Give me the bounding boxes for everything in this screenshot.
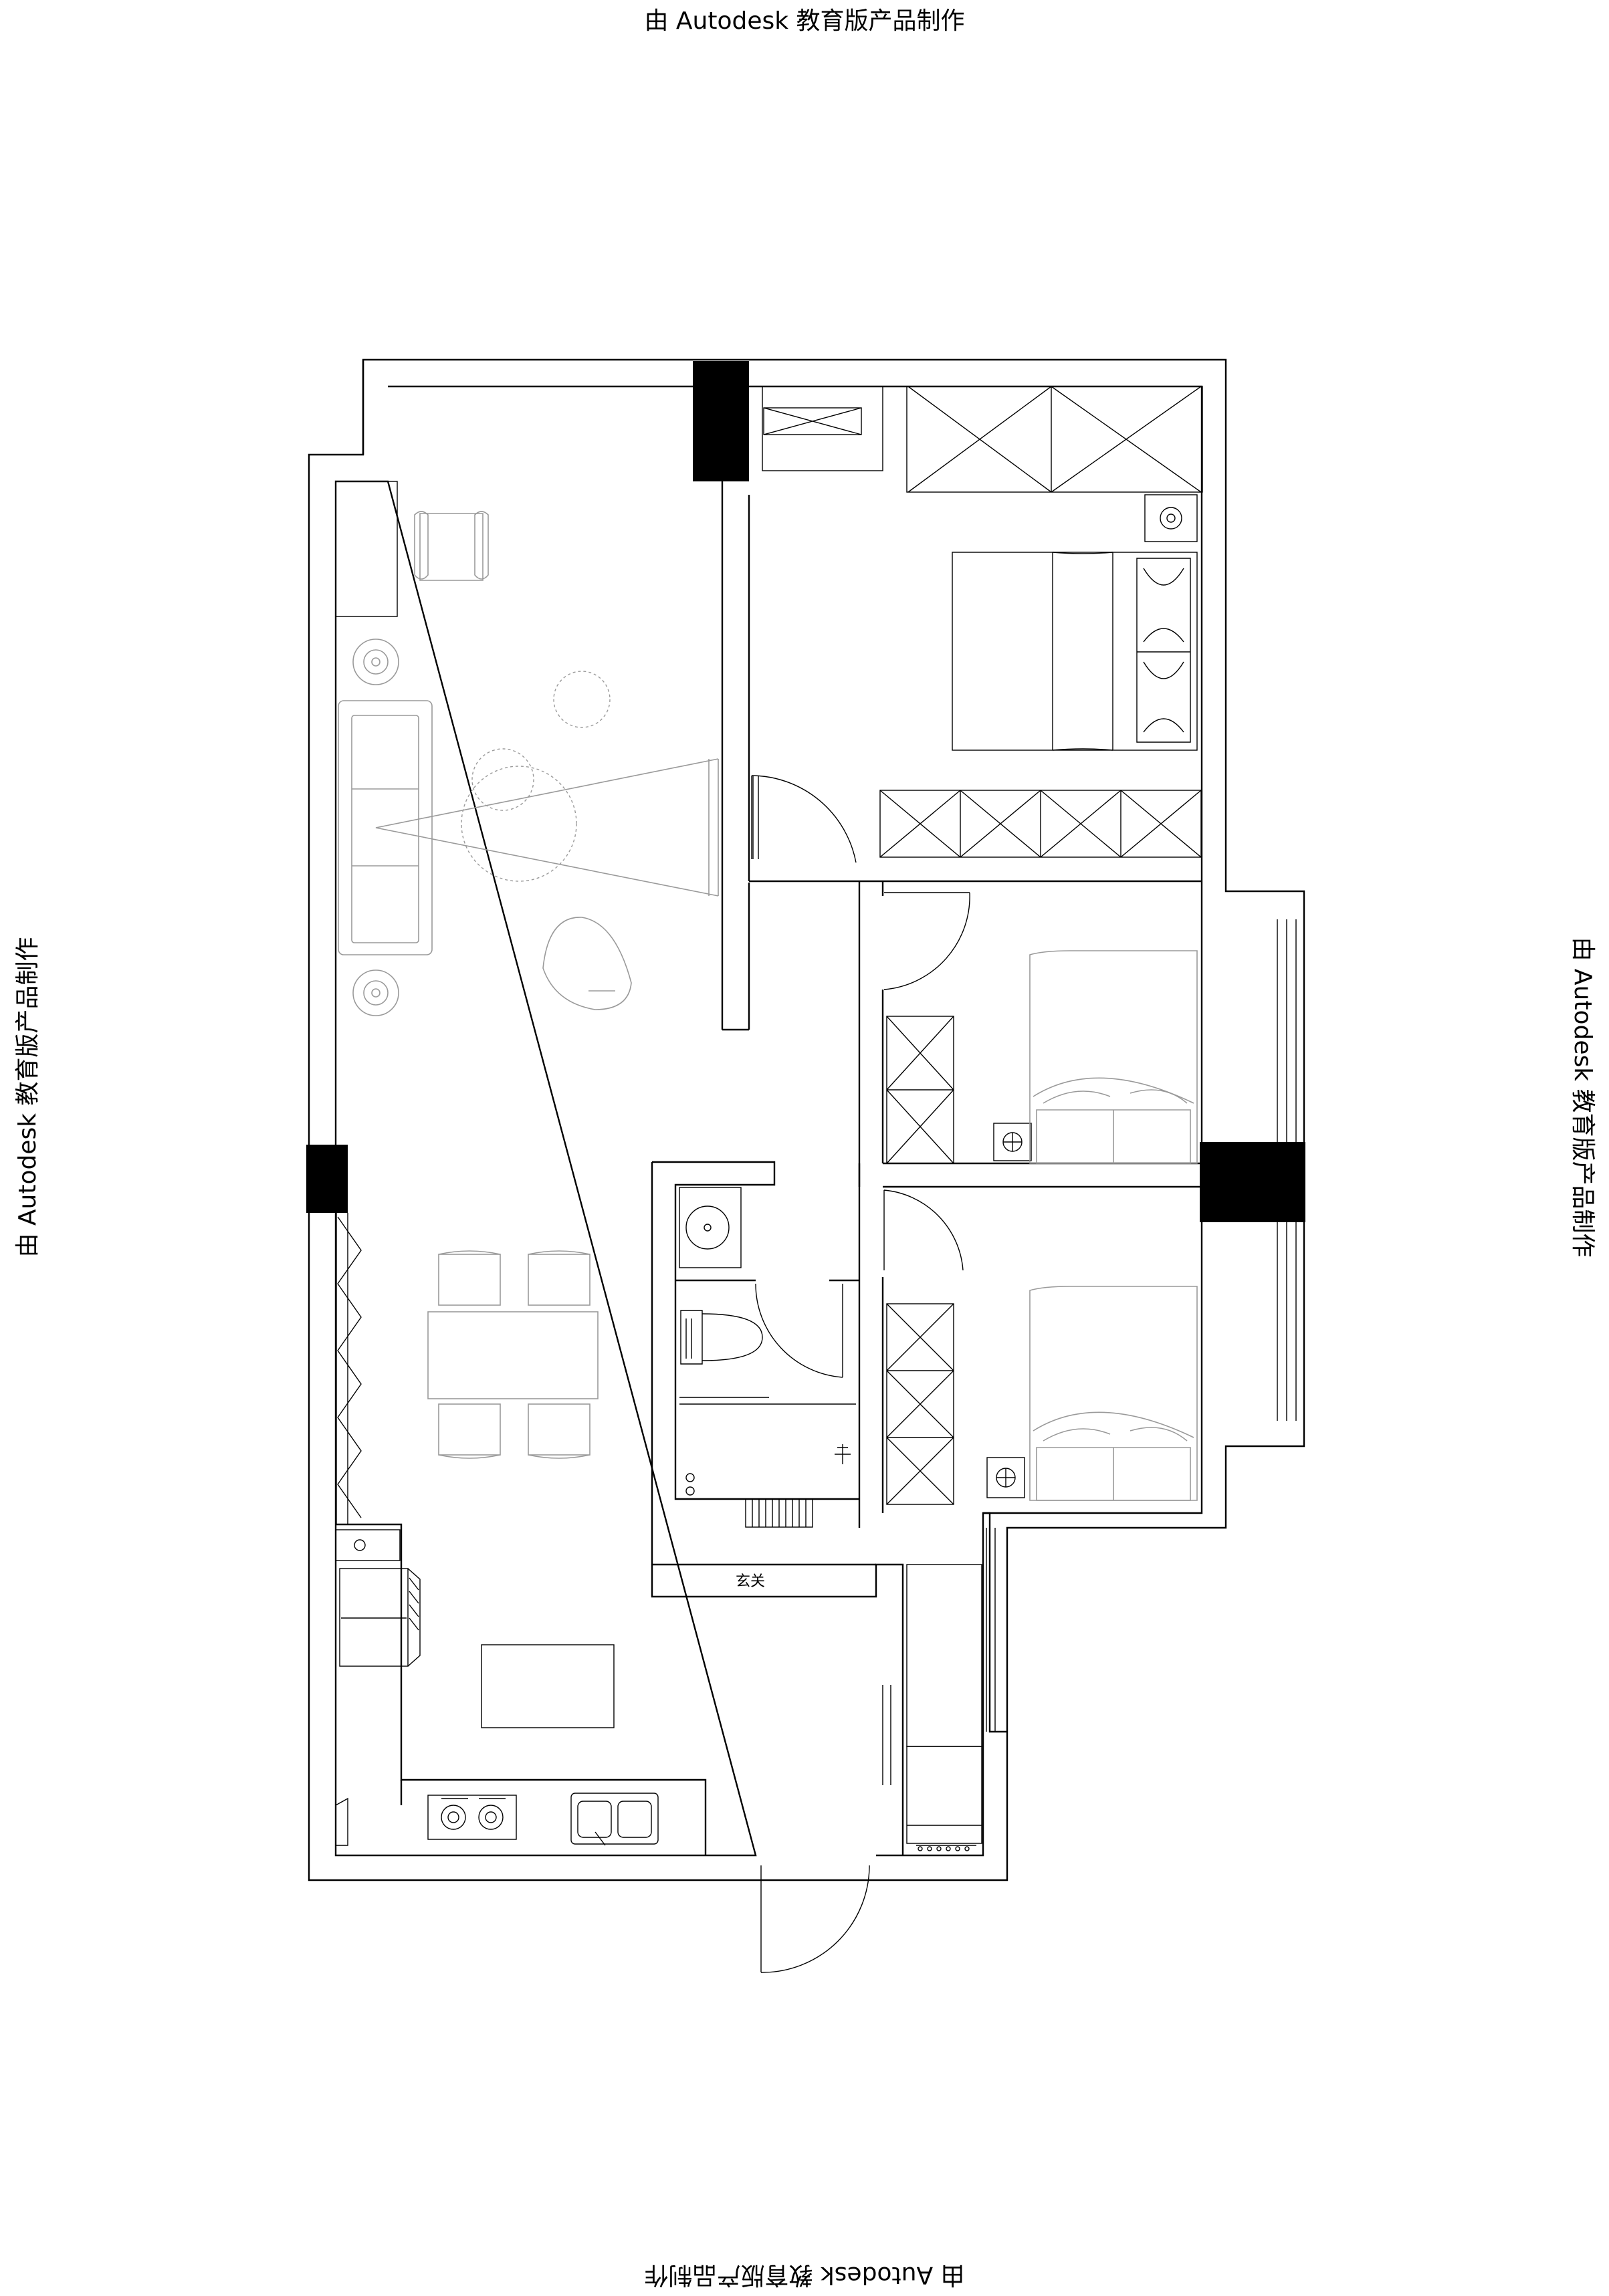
column-right	[1200, 1142, 1305, 1222]
bathroom	[679, 1187, 856, 1528]
windows	[336, 919, 1297, 1785]
interior-walls	[336, 481, 1202, 1855]
living-room	[335, 481, 719, 1016]
kitchen	[335, 1529, 659, 1846]
doors	[751, 775, 970, 1973]
column-left	[306, 1145, 348, 1213]
master-bedroom	[762, 386, 1203, 858]
watermark-top: 由 Autodesk 教育版产品制作	[644, 7, 965, 35]
column-top	[693, 361, 749, 481]
entry-label: 玄关	[736, 1573, 765, 1590]
structural-columns	[306, 361, 1305, 1222]
entry-area: 玄关	[736, 1564, 982, 1851]
bedroom-3	[886, 1286, 1198, 1505]
dining-area	[427, 1250, 599, 1459]
bedroom-2	[886, 950, 1198, 1164]
outer-walls	[308, 358, 1305, 1881]
